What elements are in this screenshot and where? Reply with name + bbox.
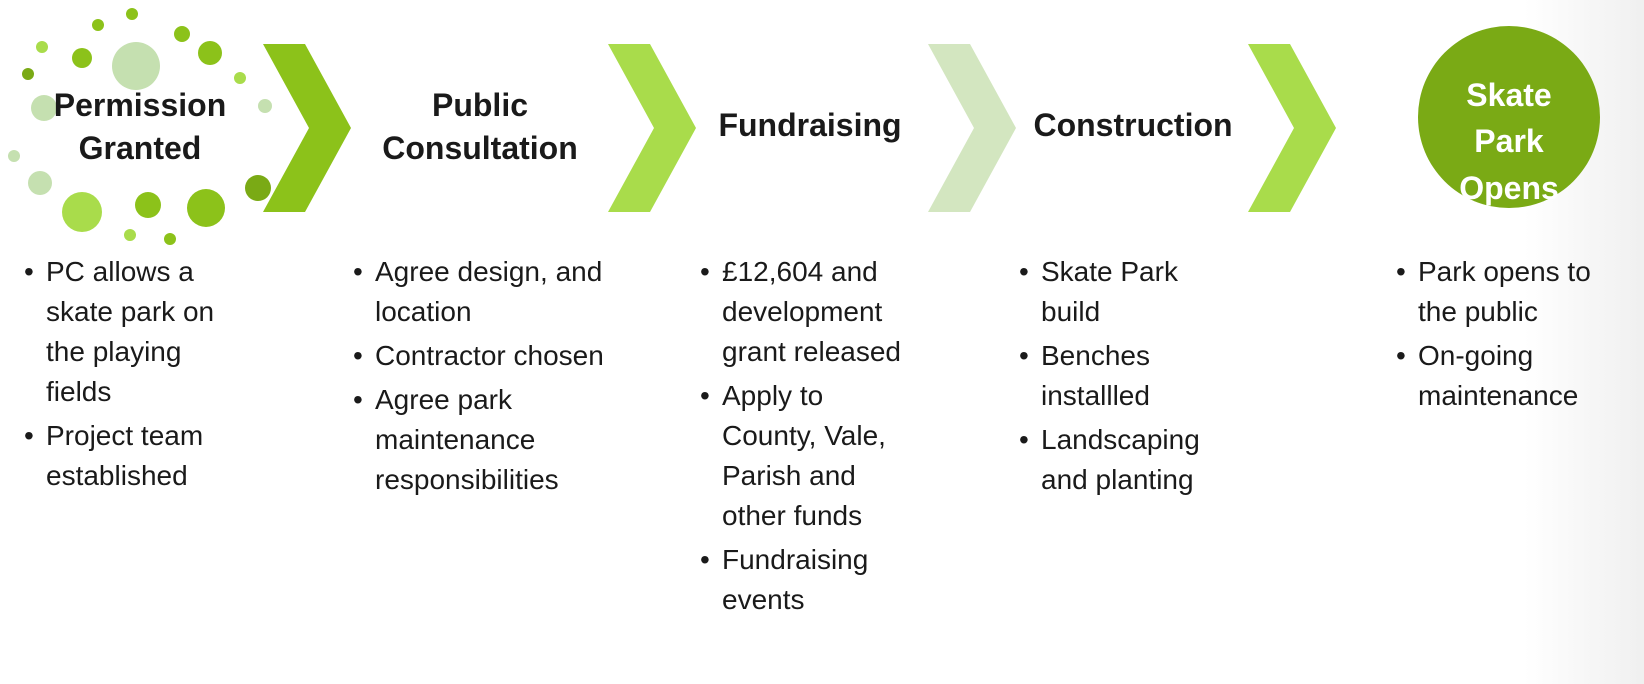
dot-cluster-decoration [8, 8, 272, 245]
dot [36, 41, 48, 53]
bullet-item: Landscaping and planting [1019, 420, 1244, 500]
dot [124, 229, 136, 241]
bullet-item: Benches installled [1019, 336, 1244, 416]
title-line: Construction [1033, 107, 1233, 143]
dot [174, 26, 190, 42]
dot [258, 99, 272, 113]
dot [187, 189, 225, 227]
dot [126, 8, 138, 20]
stage-bullets-permission-granted: PC allows a skate park on the playing fi… [24, 252, 249, 500]
dot [112, 42, 160, 90]
title-line: Opens [1459, 169, 1559, 206]
chevron-arrow-1 [263, 44, 351, 212]
dot [92, 19, 104, 31]
stage-bullets-public-consultation: Agree design, and location Contractor ch… [353, 252, 613, 504]
title-line: Permission [53, 87, 227, 123]
bullet-item: PC allows a skate park on the playing fi… [24, 252, 249, 412]
end-stage-circle [1418, 26, 1600, 208]
stage-title-construction: Construction [1018, 104, 1248, 147]
bullet-item: Contractor chosen [353, 336, 613, 376]
stage-bullets-construction: Skate Park build Benches installled Land… [1019, 252, 1244, 504]
bullet-item: Skate Park build [1019, 252, 1244, 332]
dot [234, 72, 246, 84]
title-line: Consultation [382, 130, 578, 167]
dot [72, 48, 92, 68]
stage-title-permission-granted: Permission Granted [30, 84, 250, 170]
stage-title-fundraising: Fundraising [700, 104, 920, 147]
bullet-item: Agree design, and location [353, 252, 613, 332]
bullet-item: £12,604 and development grant released [700, 252, 915, 372]
title-line: Public [431, 87, 528, 123]
title-line: Fundraising [718, 107, 902, 143]
bullet-item: On-going maintenance [1396, 336, 1636, 416]
chevron-arrow-2 [608, 44, 696, 212]
bullet-item: Agree park maintenance responsibilities [353, 380, 613, 500]
title-line: Skate [1466, 77, 1552, 113]
title-line: Park [1474, 123, 1544, 160]
dot [135, 192, 161, 218]
dot [164, 233, 176, 245]
stage-bullets-fundraising: £12,604 and development grant released A… [700, 252, 915, 624]
stage-title-public-consultation: Public Consultation [365, 84, 595, 170]
dot [62, 192, 102, 232]
dot [28, 171, 52, 195]
title-line: Granted [78, 130, 202, 167]
bullet-item: Fundraising events [700, 540, 915, 620]
dot [245, 175, 271, 201]
chevron-arrow-4 [1248, 44, 1336, 212]
bullet-item: Project team established [24, 416, 249, 496]
dot [198, 41, 222, 65]
dot [22, 68, 34, 80]
dot [31, 95, 57, 121]
bullet-item: Apply to County, Vale, Parish and other … [700, 376, 915, 536]
chevron-arrow-3 [928, 44, 1016, 212]
bullet-item: Park opens to the public [1396, 252, 1636, 332]
stage-title-skate-park-opens: Skate Park Opens [1418, 72, 1600, 211]
dot [8, 150, 20, 162]
stage-bullets-skate-park-opens: Park opens to the public On-going mainte… [1396, 252, 1636, 420]
